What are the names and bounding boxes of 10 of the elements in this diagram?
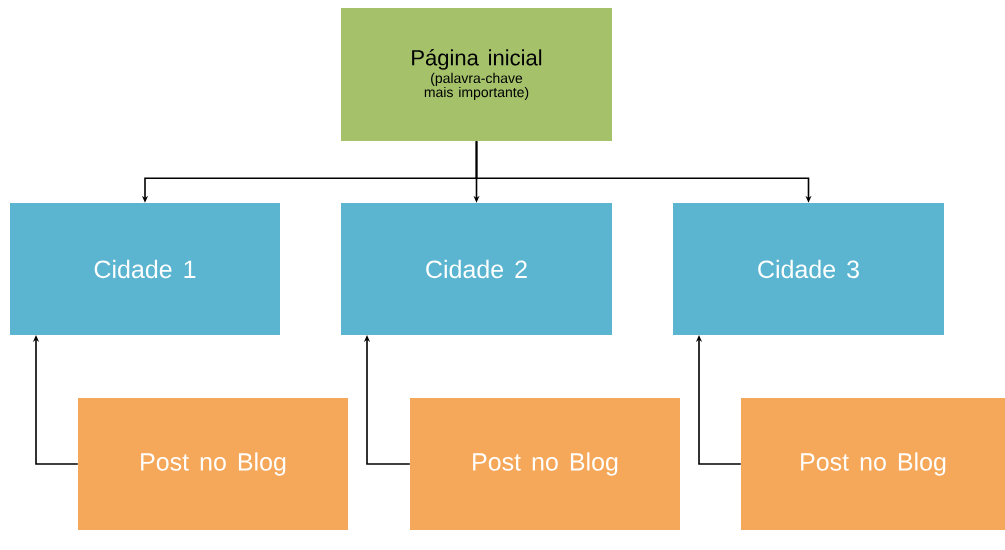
city-box: Cidade 3 [673, 203, 944, 335]
arrow [363, 335, 411, 465]
blog-post-box: Post no Blog [78, 398, 348, 530]
arrow [695, 335, 742, 465]
city-box: Cidade 2 [341, 203, 612, 335]
arrow [32, 335, 79, 465]
blog-post-box: Post no Blog [741, 398, 1005, 530]
city-box: Cidade 1 [10, 203, 280, 335]
home-page-box: Página inicial (palavra-chave mais importante) [341, 8, 612, 141]
blog-post-box: Post no Blog [410, 398, 680, 530]
